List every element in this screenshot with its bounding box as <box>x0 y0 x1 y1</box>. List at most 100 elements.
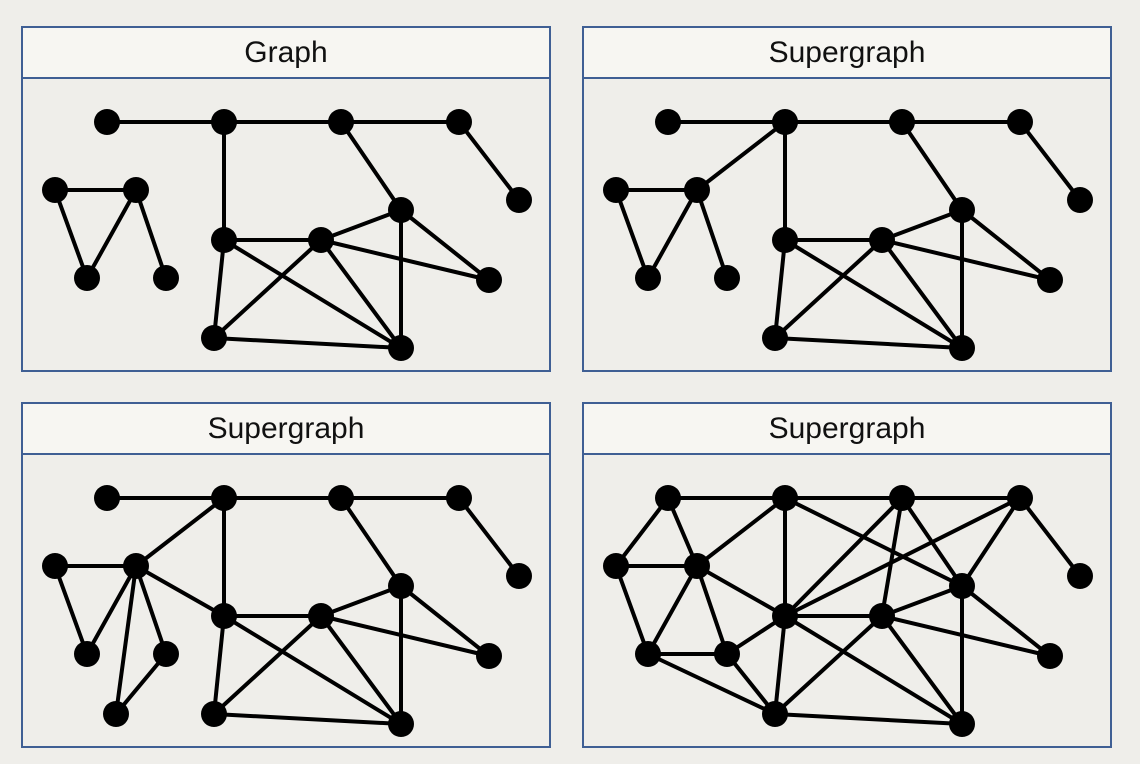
graph-edge <box>339 496 403 588</box>
graph-node <box>211 485 237 511</box>
graph-node <box>42 553 68 579</box>
graph-edge <box>695 120 787 192</box>
graph-edge <box>695 564 787 618</box>
graph-edge <box>783 238 964 350</box>
graph-node <box>869 603 895 629</box>
graph-edge <box>319 238 403 350</box>
graph-edge <box>646 188 699 280</box>
graph-node <box>201 701 227 727</box>
panel-title: Supergraph <box>582 402 1112 455</box>
graph-edge <box>646 652 777 716</box>
graph-edge <box>319 614 491 658</box>
graph-node <box>655 109 681 135</box>
graph-node <box>446 485 472 511</box>
graph-edge <box>212 614 323 716</box>
graph-edge <box>773 712 964 726</box>
panel-supergraph-2: Supergraph <box>21 402 553 748</box>
graph-edge <box>783 496 904 618</box>
graph-node <box>635 641 661 667</box>
graph-node <box>1067 187 1093 213</box>
graph-node <box>328 485 354 511</box>
graph-edge <box>773 238 884 340</box>
graph-node <box>949 711 975 737</box>
graph-edge <box>319 584 403 618</box>
graph-svg <box>603 485 1093 737</box>
graph-svg <box>42 485 532 737</box>
graph-edge <box>960 208 1052 282</box>
graph-edge <box>783 496 1022 618</box>
graph-node <box>655 485 681 511</box>
graph-node <box>506 563 532 589</box>
graph-edge <box>114 652 168 716</box>
graph-node <box>1067 563 1093 589</box>
graph-edge <box>695 564 729 656</box>
graph-edge <box>880 614 1052 658</box>
graph-edge <box>134 564 168 656</box>
graph-edge <box>53 564 89 656</box>
graph-edge <box>646 564 699 656</box>
graph-node <box>772 109 798 135</box>
graph-node <box>949 573 975 599</box>
graph-node <box>889 485 915 511</box>
graph-node <box>388 335 414 361</box>
graph-edge <box>880 238 1052 282</box>
graph-node <box>714 641 740 667</box>
graph-edge <box>614 188 650 280</box>
graph-node <box>94 485 120 511</box>
graph-svg <box>603 109 1093 361</box>
panel-title: Supergraph <box>21 402 551 455</box>
graph-edge <box>614 564 650 656</box>
graph-edge <box>695 496 787 568</box>
graph-edge <box>960 496 1022 588</box>
graph-node <box>476 643 502 669</box>
graph-edge <box>222 238 403 350</box>
graph-node <box>388 197 414 223</box>
graph-node <box>949 197 975 223</box>
graph-node <box>123 177 149 203</box>
graph-node <box>603 553 629 579</box>
graph-edge <box>900 120 964 212</box>
graph-edge <box>85 188 138 280</box>
graph-edge <box>212 238 226 340</box>
graph-node <box>714 265 740 291</box>
graph-node <box>153 265 179 291</box>
graph-node <box>388 711 414 737</box>
graph-node <box>476 267 502 293</box>
graph-node <box>869 227 895 253</box>
graph-node <box>201 325 227 351</box>
graph-edge <box>319 614 403 726</box>
graph-svg <box>42 109 532 361</box>
graph-edge <box>880 614 964 726</box>
graph-node <box>211 227 237 253</box>
graph-node <box>94 109 120 135</box>
graph-edge <box>319 208 403 242</box>
graph-edge <box>783 614 964 726</box>
graph-node <box>74 265 100 291</box>
graph-edge <box>880 208 964 242</box>
graph-node <box>153 641 179 667</box>
graph-node <box>123 553 149 579</box>
graph-edge <box>783 496 964 588</box>
graph-edge <box>773 614 787 716</box>
graph-node <box>635 265 661 291</box>
graph-node <box>772 603 798 629</box>
graph-node <box>1007 485 1033 511</box>
graph-node <box>772 485 798 511</box>
graph-node <box>772 227 798 253</box>
graph-edge <box>1018 120 1082 202</box>
graph-node <box>949 335 975 361</box>
graph-edge <box>773 614 884 716</box>
graph-node <box>74 641 100 667</box>
graph-edge <box>212 712 403 726</box>
graph-edge <box>134 188 168 280</box>
graph-edge <box>85 564 138 656</box>
graph-node <box>103 701 129 727</box>
graph-node <box>1007 109 1033 135</box>
graph-node <box>328 109 354 135</box>
graph-node <box>684 177 710 203</box>
graph-edge <box>880 238 964 350</box>
graph-edge <box>212 614 226 716</box>
graph-node <box>889 109 915 135</box>
graph-edge <box>114 564 138 716</box>
